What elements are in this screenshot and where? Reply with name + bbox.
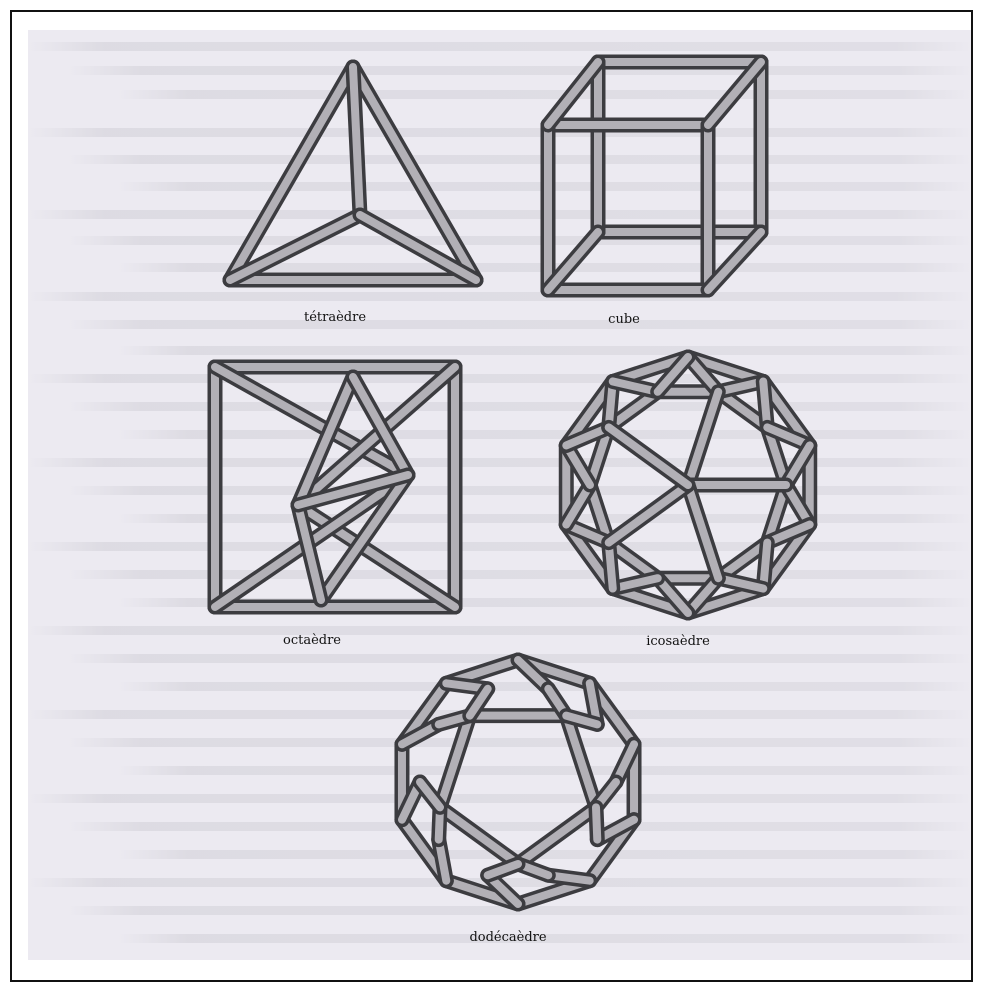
background-text-line [28, 128, 972, 137]
tetrahedron-figure [218, 55, 488, 295]
edge-rod [609, 485, 688, 543]
background-text-line [28, 626, 972, 635]
background-text-line [68, 155, 972, 164]
background-text-line [68, 320, 972, 329]
background-text-line [68, 236, 972, 245]
dodecahedron-figure [383, 650, 653, 920]
background-text-line [28, 458, 972, 467]
edge-rod [708, 232, 761, 290]
cube-figure [536, 50, 776, 300]
edge-rod [708, 62, 761, 125]
edge-rod [518, 807, 596, 864]
dodecahedron-caption: dodécaèdre [469, 930, 546, 945]
background-text-line [28, 542, 972, 551]
edge-rod [440, 807, 518, 864]
icosahedron-figure [548, 345, 828, 630]
background-text-line [28, 292, 972, 301]
edge-rod [688, 485, 718, 578]
background-text-line [28, 42, 972, 51]
cube-caption: cube [608, 312, 640, 327]
document-frame: tétraèdre cube octaèdre icosaèdre dodéca… [10, 10, 973, 982]
background-text-line [68, 66, 972, 75]
icosahedron-caption: icosaèdre [646, 634, 710, 649]
edge-rod [596, 807, 597, 839]
edge-rod [609, 427, 688, 485]
background-text-line [28, 210, 972, 219]
octahedron-caption: octaèdre [283, 633, 341, 648]
background-text-line [118, 346, 972, 355]
scanned-page: tétraèdre cube octaèdre icosaèdre dodéca… [28, 30, 972, 960]
edge-rod [688, 392, 718, 485]
octahedron-figure [203, 355, 468, 620]
tetrahedron-caption: tétraèdre [304, 310, 366, 325]
background-text-line [28, 374, 972, 383]
